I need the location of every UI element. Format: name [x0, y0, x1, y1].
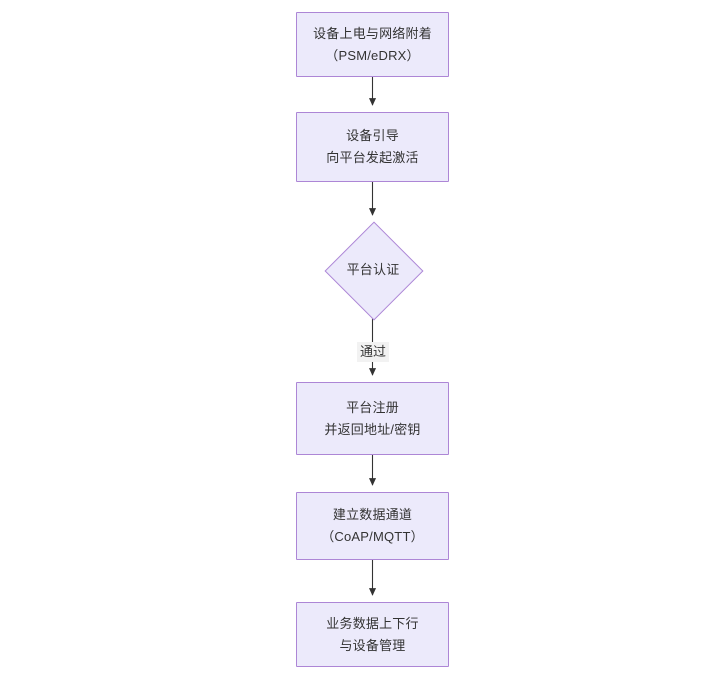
node-label-establish-data-channel: 建立数据通道 （CoAP/MQTT） [321, 507, 424, 544]
node-platform-auth-decision[interactable]: 平台认证 [324, 221, 424, 321]
node-label-device-power-on: 设备上电与网络附着 （PSM/eDRX） [313, 25, 432, 63]
edge-label-pass: 通过 [356, 342, 390, 362]
node-device-power-on[interactable]: 设备上电与网络附着 （PSM/eDRX） [296, 12, 449, 77]
node-label-platform-auth: 平台认证 [346, 262, 400, 277]
node-establish-data-channel[interactable]: 建立数据通道 （CoAP/MQTT） [296, 492, 449, 560]
node-label-platform-register: 平台注册 并返回地址/密钥 [324, 399, 421, 437]
node-business-data-and-device-mgmt[interactable]: 业务数据上下行 与设备管理 [296, 602, 449, 667]
node-label-business-data-and-device-mgmt: 业务数据上下行 与设备管理 [326, 615, 419, 653]
node-platform-register[interactable]: 平台注册 并返回地址/密钥 [296, 382, 449, 455]
node-device-bootstrap[interactable]: 设备引导 向平台发起激活 [296, 112, 449, 182]
node-label-device-bootstrap: 设备引导 向平台发起激活 [326, 128, 419, 165]
